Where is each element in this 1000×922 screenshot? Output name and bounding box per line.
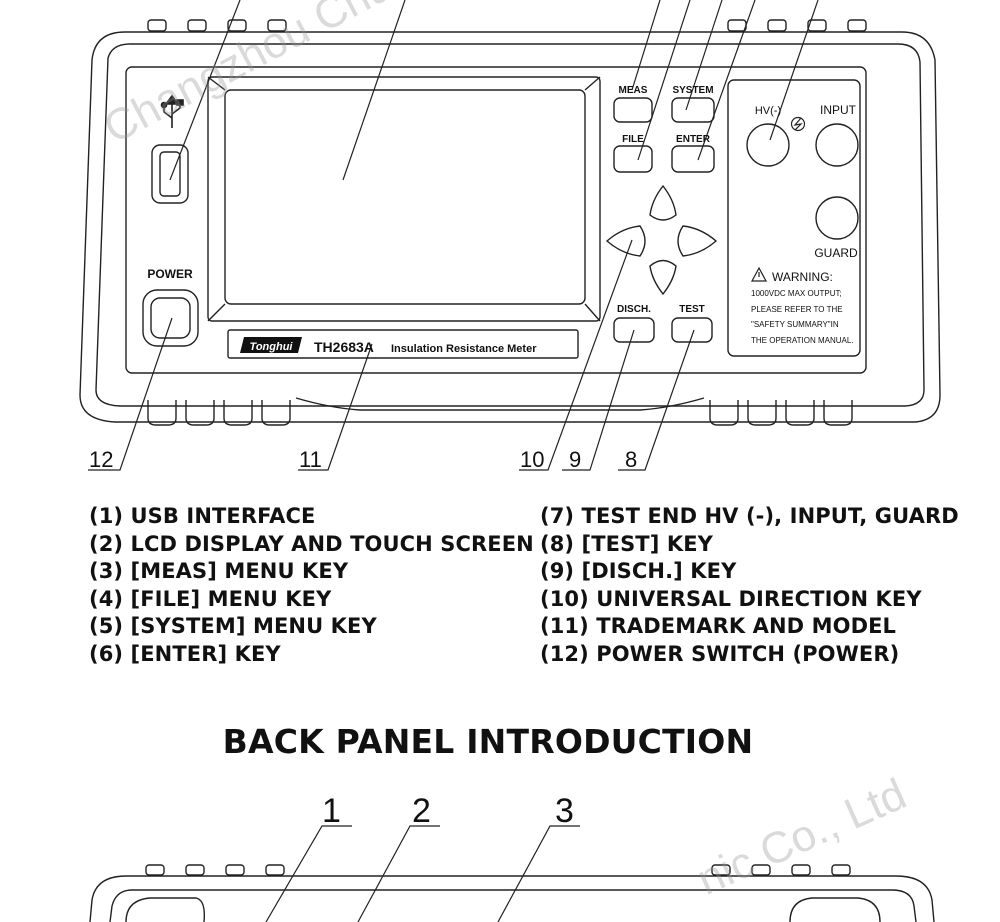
direction-pad[interactable] <box>605 184 718 296</box>
enter-key-label: ENTER <box>676 134 711 145</box>
brand-logo-text: Tonghui <box>250 341 294 353</box>
model-strip <box>227 329 579 359</box>
direction-left-key[interactable] <box>605 225 646 257</box>
warning-line-3: "SAFETY SUMMARY"IN <box>751 320 839 329</box>
model-name: TH2683A <box>314 339 374 355</box>
system-key-label: SYSTEM <box>672 85 713 96</box>
input-terminal[interactable] <box>815 123 859 167</box>
disch-key[interactable] <box>613 317 655 343</box>
legend-item: (5) [SYSTEM] MENU KEY <box>89 614 377 638</box>
legend-right: (7) TEST END HV (-), INPUT, GUARD (8) [T… <box>540 503 959 668</box>
legend-item: (9) [DISCH.] KEY <box>540 559 737 583</box>
warning-line-4: THE OPERATION MANUAL. <box>751 336 854 345</box>
guard-label: GUARD <box>814 246 858 260</box>
disch-key-label: DISCH. <box>617 304 651 315</box>
front-panel-labels: MEAS SYSTEM FILE ENTER DISCH. TEST POWER… <box>89 85 858 472</box>
callout-11: 11 <box>299 447 322 472</box>
callout-9: 9 <box>569 447 581 472</box>
hv-terminal[interactable] <box>746 123 790 167</box>
legend-item: (10) UNIVERSAL DIRECTION KEY <box>540 586 922 611</box>
usb-port[interactable] <box>151 144 189 204</box>
warning-line-1: 1000VDC MAX OUTPUT; <box>751 289 842 298</box>
back-top-feet <box>145 864 851 876</box>
hv-label: HV(-) <box>755 105 781 117</box>
direction-up-key[interactable] <box>649 184 677 221</box>
legend-item: (12) POWER SWITCH (POWER) <box>540 641 900 666</box>
direction-right-key[interactable] <box>677 225 718 257</box>
terminal-panel <box>727 79 861 357</box>
back-chassis-outline <box>89 875 935 922</box>
chassis-inner-outline <box>95 43 925 407</box>
legend-item: (7) TEST END HV (-), INPUT, GUARD <box>540 504 959 528</box>
lcd-screen[interactable] <box>207 76 601 322</box>
bottom-feet <box>147 397 853 426</box>
callout-10: 10 <box>520 447 544 472</box>
warning-line-2: PLEASE REFER TO THE <box>751 305 843 314</box>
meas-key[interactable] <box>613 97 653 123</box>
system-key[interactable] <box>671 97 715 123</box>
back-callout-leaders <box>265 825 580 922</box>
file-key-label: FILE <box>622 134 644 145</box>
back-callout-2: 2 <box>412 792 431 830</box>
legend-item: (4) [FILE] MENU KEY <box>89 586 332 611</box>
legend-item: (2) LCD DISPLAY AND TOUCH SCREEN <box>89 531 534 556</box>
front-panel-drawing <box>79 0 941 471</box>
power-switch[interactable] <box>142 289 199 347</box>
usb-icon <box>160 94 184 128</box>
lightning-icon <box>790 116 806 132</box>
direction-down-key[interactable] <box>649 259 677 296</box>
callout-12: 12 <box>89 447 113 472</box>
legend-left: (1) USB INTERFACE (2) LCD DISPLAY AND TO… <box>89 503 534 668</box>
test-key-label: TEST <box>679 304 705 315</box>
legend-item: (11) TRADEMARK AND MODEL <box>540 614 897 638</box>
meas-key-label: MEAS <box>619 85 648 96</box>
back-panel-title: BACK PANEL INTRODUCTION <box>222 722 754 761</box>
legend-item: (1) USB INTERFACE <box>89 504 316 528</box>
back-panel-labels: 1 2 3 <box>322 792 574 830</box>
front-plate <box>125 66 867 374</box>
back-callout-3: 3 <box>555 792 574 830</box>
legend-item: (8) [TEST] KEY <box>540 531 713 556</box>
callout-leaders <box>88 0 819 471</box>
back-panel-drawing <box>89 825 935 922</box>
warning-icon <box>750 266 768 282</box>
top-feet <box>147 19 867 32</box>
warning-title: WARNING: <box>772 270 833 284</box>
test-key[interactable] <box>671 317 713 343</box>
back-callout-1: 1 <box>322 792 341 830</box>
input-label: INPUT <box>820 103 857 117</box>
enter-key[interactable] <box>671 145 715 173</box>
callout-8: 8 <box>625 447 637 472</box>
legend-item: (3) [MEAS] MENU KEY <box>89 559 349 583</box>
model-description: Insulation Resistance Meter <box>391 343 537 355</box>
legend-item: (6) [ENTER] KEY <box>89 641 281 666</box>
file-key[interactable] <box>613 145 653 173</box>
guard-terminal[interactable] <box>815 196 859 240</box>
chassis-outline <box>79 31 941 423</box>
brand-logo <box>240 337 302 353</box>
power-label: POWER <box>147 267 193 281</box>
